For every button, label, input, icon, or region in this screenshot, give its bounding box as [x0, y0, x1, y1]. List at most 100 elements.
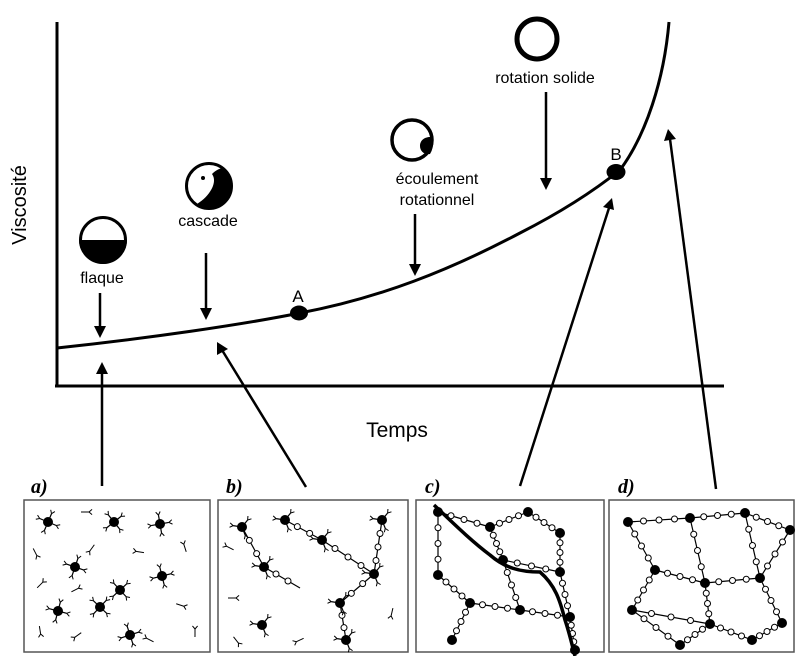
linker — [70, 632, 82, 642]
node — [623, 517, 633, 527]
bead — [284, 577, 292, 585]
fork — [120, 512, 123, 517]
linker — [36, 578, 47, 589]
chain — [241, 526, 265, 568]
panel-frames — [23, 499, 795, 653]
node — [259, 562, 269, 572]
chain — [702, 582, 713, 625]
node — [335, 598, 345, 608]
fork — [83, 568, 88, 571]
fork — [66, 612, 70, 617]
panel-c-frame — [415, 499, 605, 653]
fork — [45, 608, 50, 611]
fork — [170, 570, 174, 575]
node — [747, 635, 757, 645]
bead — [684, 636, 691, 644]
bead — [272, 570, 280, 578]
fork — [168, 522, 173, 525]
linker — [387, 607, 394, 620]
node — [257, 620, 267, 630]
bead — [775, 522, 783, 530]
node — [280, 515, 290, 525]
chain — [489, 511, 529, 528]
fork — [62, 563, 67, 566]
fork — [249, 623, 254, 626]
star-molecule — [327, 591, 350, 616]
chain-bond — [263, 566, 301, 589]
fork — [379, 565, 384, 568]
bead — [729, 577, 736, 584]
fork — [333, 635, 338, 639]
bead — [532, 513, 540, 521]
arrow-flaque — [94, 293, 106, 338]
panel-b-oligomers — [222, 508, 394, 653]
bead — [664, 569, 671, 577]
node — [377, 515, 387, 525]
bead — [340, 624, 348, 632]
fork — [327, 601, 332, 604]
fork — [269, 558, 274, 561]
fork — [51, 511, 56, 515]
bead — [764, 518, 771, 525]
bead — [749, 542, 756, 549]
fork — [324, 547, 329, 552]
arrow-panel-d — [664, 129, 718, 490]
fork — [59, 599, 64, 603]
linker-fork — [183, 540, 186, 545]
chain — [527, 511, 561, 534]
star-molecule — [102, 510, 126, 534]
linker-fork — [238, 642, 243, 645]
fork — [158, 511, 161, 516]
panel-c-label: c) — [425, 476, 441, 498]
linker-fork — [36, 555, 41, 558]
fork — [327, 598, 332, 602]
star-molecule — [62, 554, 88, 580]
bead — [347, 589, 355, 597]
bead — [515, 512, 522, 520]
bead — [640, 517, 647, 525]
bead — [338, 611, 346, 619]
panel-arrows — [96, 129, 718, 490]
chain — [759, 529, 791, 579]
chain — [502, 559, 521, 611]
bead — [727, 628, 735, 636]
fork — [263, 633, 266, 638]
fork — [83, 569, 87, 574]
fork — [106, 599, 111, 601]
star-molecule — [117, 622, 143, 648]
linker-fork — [294, 641, 297, 646]
fork — [309, 535, 314, 539]
bead — [372, 557, 380, 564]
fork — [147, 523, 152, 526]
percolation-path — [432, 503, 577, 656]
fork — [168, 519, 173, 523]
linker-fork — [78, 587, 83, 590]
bead — [489, 531, 497, 539]
fork — [290, 511, 295, 514]
node — [555, 528, 565, 538]
bead — [473, 519, 481, 527]
node — [498, 555, 508, 565]
linker-fork — [38, 633, 42, 638]
bead — [442, 578, 450, 586]
bead — [559, 579, 566, 587]
fork — [89, 613, 94, 615]
node — [447, 635, 457, 645]
bead — [640, 615, 648, 623]
bead — [253, 550, 261, 558]
panel-b-frame — [217, 499, 409, 653]
fork — [247, 518, 252, 521]
fork — [92, 613, 95, 618]
panel-d-label: d) — [618, 476, 635, 498]
node — [237, 522, 247, 532]
fork — [249, 620, 254, 624]
bead — [664, 632, 672, 640]
bead — [508, 581, 515, 589]
chain — [631, 569, 656, 611]
bead — [714, 512, 721, 519]
fork — [55, 619, 58, 624]
linker — [71, 584, 83, 593]
fork — [327, 531, 332, 534]
bead — [702, 589, 710, 597]
